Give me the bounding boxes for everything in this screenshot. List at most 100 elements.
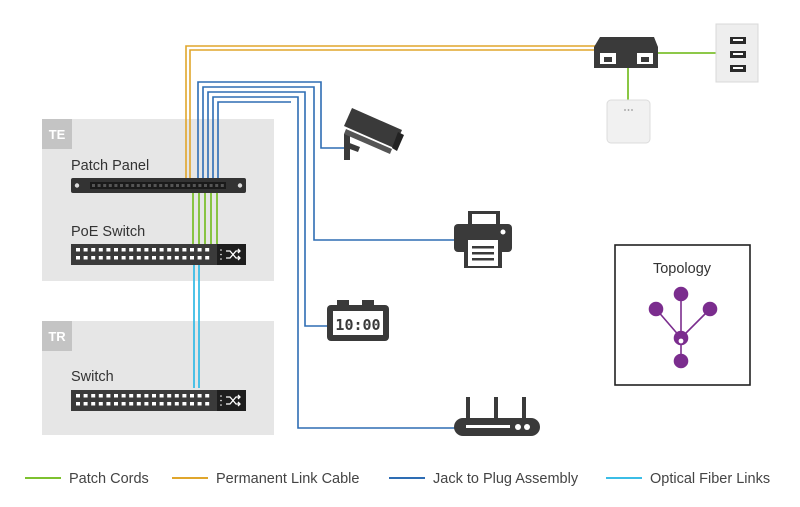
rj45-port-icon bbox=[121, 256, 126, 260]
rj45-port-icon bbox=[98, 402, 103, 406]
rj45-port-icon bbox=[182, 402, 187, 406]
rj45-port-icon bbox=[114, 394, 118, 398]
jack-to-plug-cables bbox=[197, 81, 455, 429]
rj45-port-icon bbox=[197, 248, 202, 252]
rj45-port-icon bbox=[182, 248, 187, 252]
te-room-tag: TE bbox=[49, 127, 66, 142]
rj45-port-icon bbox=[76, 402, 80, 406]
poe-switch-ports bbox=[76, 248, 210, 260]
rj45-port-icon bbox=[106, 402, 111, 406]
rj45-port-icon bbox=[83, 248, 88, 252]
rj45-port-icon bbox=[76, 248, 80, 252]
tr-room-tag: TR bbox=[48, 329, 66, 344]
legend-label-optical-fiber: Optical Fiber Links bbox=[650, 471, 770, 487]
rj45-port-icon bbox=[76, 394, 80, 398]
rj45-port-icon bbox=[144, 256, 149, 260]
rj45-port-icon bbox=[159, 248, 164, 252]
rj45-port-icon bbox=[106, 256, 111, 260]
rj45-port-icon bbox=[83, 394, 88, 398]
rj45-port-icon bbox=[114, 256, 118, 260]
topology-node bbox=[702, 301, 718, 317]
permanent-link-cable bbox=[185, 45, 598, 178]
jack-to-plug-cable-printer bbox=[202, 86, 455, 241]
rj45-port-icon bbox=[98, 394, 103, 398]
rj45-port-icon bbox=[114, 248, 118, 252]
patch-panel-jack bbox=[153, 184, 157, 187]
rj45-port-icon bbox=[91, 256, 96, 260]
rj45-port-icon bbox=[174, 402, 179, 406]
patch-panel-jack bbox=[170, 184, 174, 187]
rj45-port-icon bbox=[152, 248, 156, 252]
rj45-port-icon bbox=[174, 248, 179, 252]
cctv-camera-icon bbox=[344, 108, 404, 160]
legend: Patch Cords Permanent Link Cable Jack to… bbox=[25, 471, 770, 487]
crossover-icon bbox=[220, 394, 241, 407]
permanent-link-cable bbox=[189, 49, 598, 178]
rj45-port-icon bbox=[144, 248, 149, 252]
rj45-port-icon bbox=[98, 256, 103, 260]
poe-switch-label: PoE Switch bbox=[71, 224, 145, 240]
permanent-link-cables bbox=[185, 45, 598, 178]
switch-label: Switch bbox=[71, 369, 114, 385]
patch-panel-jack bbox=[209, 184, 213, 187]
rj45-port-icon bbox=[129, 256, 134, 260]
legend-label-patch-cords: Patch Cords bbox=[69, 471, 149, 487]
topology-node bbox=[673, 353, 689, 369]
rj45-port-icon bbox=[197, 394, 202, 398]
rj45-port-icon bbox=[106, 394, 111, 398]
rj45-port-icon bbox=[174, 394, 179, 398]
clock-display: 10:00 bbox=[335, 316, 380, 334]
patch-panel-jack bbox=[159, 184, 163, 187]
rj45-port-icon bbox=[144, 394, 149, 398]
rj45-port-icon bbox=[190, 248, 194, 252]
rj45-port-icon bbox=[98, 248, 103, 252]
rj45-port-icon bbox=[136, 256, 141, 260]
patch-panel-jack bbox=[92, 184, 95, 187]
rj45-port-icon bbox=[174, 256, 179, 260]
topology-title: Topology bbox=[653, 261, 712, 277]
rj45-port-icon bbox=[152, 256, 156, 260]
poe-injector-icon bbox=[594, 37, 658, 68]
patch-panel-jack bbox=[108, 184, 112, 187]
rj45-port-icon bbox=[190, 394, 194, 398]
rj45-port-icon bbox=[197, 402, 202, 406]
patch-panel-ports bbox=[92, 184, 224, 187]
rj45-port-icon bbox=[190, 256, 194, 260]
rj45-port-icon bbox=[83, 256, 88, 260]
rj45-port-icon bbox=[190, 402, 194, 406]
rj45-port-icon bbox=[152, 394, 156, 398]
access-point-icon bbox=[606, 99, 651, 144]
legend-label-permanent-link: Permanent Link Cable bbox=[216, 471, 359, 487]
patch-panel bbox=[71, 178, 246, 193]
rj45-port-icon bbox=[129, 248, 134, 252]
patch-panel-jack bbox=[215, 184, 219, 187]
patch-panel-jack bbox=[192, 184, 196, 187]
printer-icon bbox=[454, 211, 512, 268]
patch-panel-jack bbox=[204, 184, 207, 187]
rj45-port-icon bbox=[91, 402, 96, 406]
rj45-port-icon bbox=[91, 394, 96, 398]
patch-panel-jack bbox=[198, 184, 202, 187]
rj45-port-icon bbox=[205, 394, 210, 398]
tr-switch bbox=[71, 390, 246, 411]
rj45-port-icon bbox=[144, 402, 149, 406]
optical-fiber-links bbox=[193, 263, 200, 388]
patch-panel-jack bbox=[187, 184, 191, 187]
rj45-port-icon bbox=[121, 402, 126, 406]
patch-panel-jack bbox=[120, 184, 123, 187]
rj45-port-icon bbox=[167, 248, 172, 252]
rj45-port-icon bbox=[129, 402, 134, 406]
topology-hub bbox=[673, 330, 689, 346]
rj45-port-icon bbox=[205, 402, 210, 406]
rj45-port-icon bbox=[205, 256, 210, 260]
crossover-icon bbox=[220, 248, 241, 261]
jack-to-plug-cable-clock bbox=[207, 91, 328, 327]
rj45-port-icon bbox=[167, 402, 172, 406]
rj45-port-icon bbox=[114, 402, 118, 406]
rj45-port-icon bbox=[205, 248, 210, 252]
rj45-port-icon bbox=[106, 248, 111, 252]
rj45-port-icon bbox=[76, 256, 80, 260]
rj45-port-icon bbox=[167, 256, 172, 260]
rj45-port-icon bbox=[136, 248, 141, 252]
patch-panel-jack bbox=[181, 184, 185, 187]
